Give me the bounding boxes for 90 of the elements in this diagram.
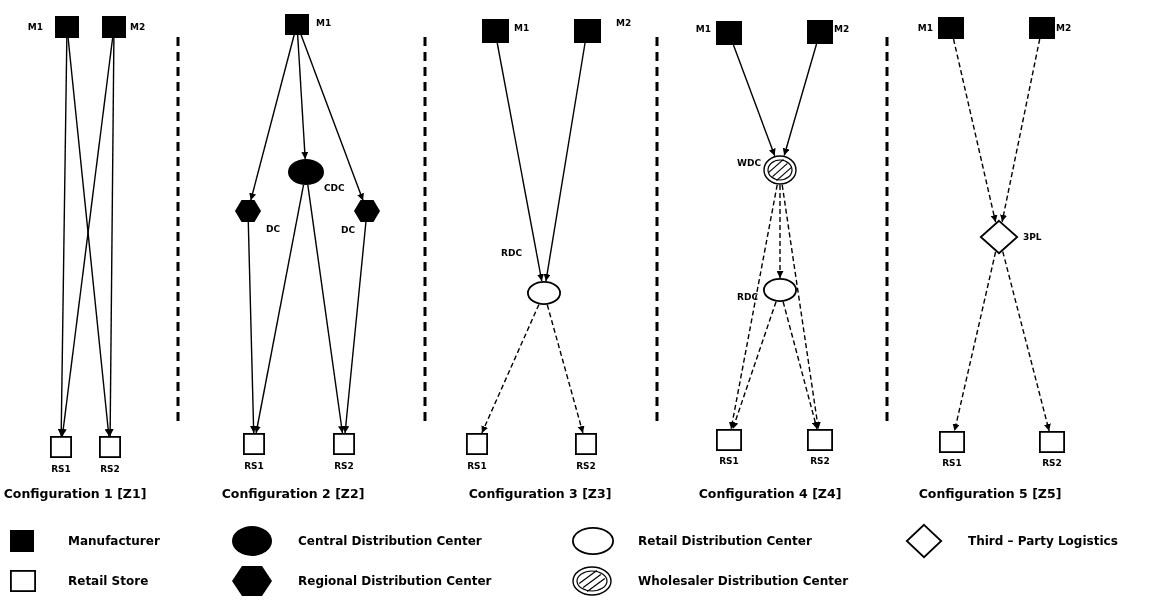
arrow bbox=[952, 38, 998, 223]
arrow bbox=[1002, 250, 1051, 432]
node-label: RS1 bbox=[942, 457, 962, 469]
retail-dc-oval bbox=[763, 278, 797, 302]
third-party-logistics-diamond bbox=[979, 219, 1019, 255]
arrow bbox=[546, 304, 585, 434]
arrow bbox=[59, 37, 114, 437]
legend-label: Retail Distribution Center bbox=[638, 533, 812, 549]
retail-store-square bbox=[466, 433, 488, 455]
arrow bbox=[952, 251, 997, 432]
arrow bbox=[249, 33, 295, 201]
retail-store-square bbox=[99, 436, 121, 458]
arrow bbox=[731, 300, 777, 430]
node-label: DC bbox=[266, 223, 281, 235]
legend-label: Wholesaler Distribution Center bbox=[638, 573, 849, 589]
arrow bbox=[481, 303, 540, 434]
retail-store-square bbox=[1039, 431, 1065, 453]
retail-store-square bbox=[243, 433, 265, 455]
legend-label: Retail Store bbox=[68, 573, 149, 589]
configuration-caption: Configuration 3 [Z3] bbox=[468, 486, 612, 502]
node-label: CDC bbox=[324, 182, 345, 194]
arrow bbox=[543, 42, 586, 282]
manufacturer-square bbox=[285, 13, 309, 35]
wholesaler-dc-circle bbox=[763, 155, 797, 185]
node-label: RDC bbox=[737, 291, 758, 303]
arrow bbox=[300, 33, 364, 202]
arrow bbox=[296, 33, 309, 160]
configuration-caption: Configuration 1 [Z1] bbox=[3, 486, 147, 502]
arrow bbox=[732, 44, 776, 157]
node-label: RDC bbox=[501, 247, 522, 259]
node-label: RS2 bbox=[810, 455, 830, 467]
configuration-caption: Configuration 5 [Z5] bbox=[918, 486, 1062, 502]
manufacturer-square bbox=[938, 17, 964, 39]
node-label: M1 bbox=[27, 21, 43, 33]
manufacturer-square bbox=[1029, 17, 1055, 39]
arrow bbox=[254, 184, 305, 434]
retail-store-square bbox=[333, 433, 355, 455]
manufacturer-square bbox=[481, 19, 509, 43]
arrow bbox=[728, 184, 778, 430]
regional-dc-hexagon bbox=[354, 200, 380, 222]
manufacturer-square bbox=[573, 19, 601, 43]
configuration-caption: Configuration 2 [Z2] bbox=[221, 486, 365, 502]
retail-dc-oval bbox=[527, 281, 561, 305]
arrow bbox=[57, 37, 68, 437]
arrow bbox=[1000, 38, 1041, 223]
node-label: RS1 bbox=[244, 460, 264, 472]
arrow bbox=[342, 221, 367, 434]
node-label: M2 bbox=[130, 21, 146, 33]
node-label: WDC bbox=[737, 157, 761, 169]
arrow bbox=[781, 184, 821, 430]
manufacturer-square bbox=[716, 21, 742, 45]
arrow bbox=[67, 37, 112, 437]
regional-dc-hexagon bbox=[235, 200, 261, 222]
arrow bbox=[247, 221, 258, 434]
central-dc-ellipse bbox=[288, 159, 324, 185]
retail-store-square bbox=[716, 429, 742, 451]
node-label: 3PL bbox=[1023, 231, 1042, 243]
legend-label: Third – Party Logistics bbox=[968, 533, 1118, 549]
node-label: M2 bbox=[1056, 22, 1072, 34]
node-label: M1 bbox=[316, 17, 332, 29]
retail-store-square bbox=[939, 431, 965, 453]
node-label: DC bbox=[341, 224, 356, 236]
legend-label: Central Distribution Center bbox=[298, 533, 482, 549]
arrow bbox=[782, 301, 819, 430]
node-label: M2 bbox=[834, 23, 850, 35]
manufacturer-square bbox=[55, 16, 79, 38]
configuration-caption: Configuration 4 [Z4] bbox=[698, 486, 842, 502]
node-label: RS1 bbox=[719, 455, 739, 467]
arrow bbox=[776, 184, 784, 279]
node-label: RS2 bbox=[100, 463, 120, 475]
manufacturer-square bbox=[807, 20, 833, 44]
node-label: M1 bbox=[917, 22, 933, 34]
legend-label: Regional Distribution Center bbox=[298, 573, 492, 589]
node-label: RS1 bbox=[467, 460, 487, 472]
arrow bbox=[496, 42, 544, 282]
node-label: RS2 bbox=[334, 460, 354, 472]
legend-label: Manufacturer bbox=[68, 533, 160, 549]
node-label: M1 bbox=[514, 22, 530, 34]
retail-store-square bbox=[575, 433, 597, 455]
manufacturer-square bbox=[102, 16, 126, 38]
node-label: RS1 bbox=[51, 463, 71, 475]
retail-store-square bbox=[807, 429, 833, 451]
arrow bbox=[782, 43, 818, 157]
node-label: M1 bbox=[695, 23, 711, 35]
node-label: M2 bbox=[616, 17, 632, 29]
node-label: RS2 bbox=[576, 460, 596, 472]
arrow bbox=[307, 184, 345, 434]
node-label: RS2 bbox=[1042, 457, 1062, 469]
arrow bbox=[106, 37, 115, 437]
retail-store-square bbox=[50, 436, 72, 458]
